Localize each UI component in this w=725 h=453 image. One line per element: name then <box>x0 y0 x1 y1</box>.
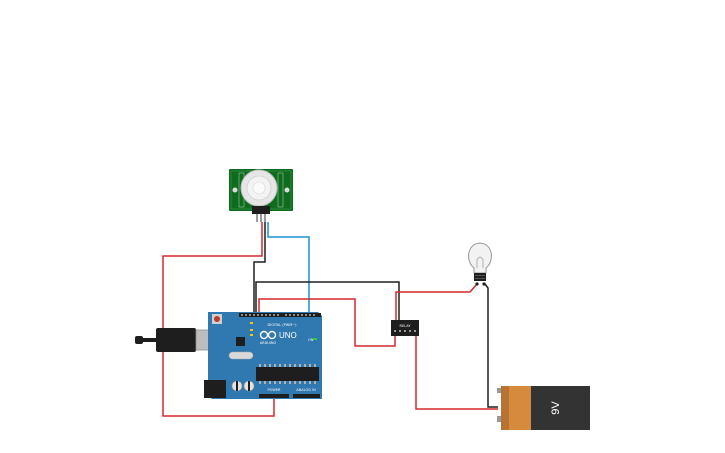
power-header <box>259 394 289 398</box>
led-on <box>313 338 317 340</box>
atmega-chip <box>256 367 319 381</box>
arduino-logo-icon <box>259 330 277 340</box>
digital-label: DIGITAL (PWM~) <box>267 323 297 327</box>
crystal <box>228 351 254 360</box>
analog-header <box>293 394 320 398</box>
wire-pir-out-to-d2[interactable] <box>267 222 310 314</box>
digital-pins <box>241 314 315 316</box>
bulb-base <box>474 273 486 281</box>
relay[interactable]: RELAY <box>391 320 419 336</box>
analog-label: ANALOG IN <box>296 388 316 392</box>
on-label: ON <box>308 338 314 342</box>
usb-plug <box>156 328 196 352</box>
battery-terminal-top <box>497 388 501 393</box>
chip-pins <box>259 364 316 384</box>
battery-9v[interactable]: 9V <box>497 386 590 430</box>
led-rx <box>250 334 253 336</box>
arduino-uno[interactable]: DIGITAL (PWM~) UNO ARDUINO ON <box>135 312 322 399</box>
arduino-brand: ARDUINO <box>260 341 277 345</box>
battery-label: 9V <box>550 401 562 415</box>
dc-jack <box>204 380 226 398</box>
arduino-uno-logo: UNO <box>279 331 297 340</box>
pir-sensor[interactable] <box>229 169 293 222</box>
battery-cap <box>501 386 509 430</box>
digital-header <box>239 313 321 317</box>
pir-mount-hole-right <box>284 187 290 193</box>
led-l <box>250 322 253 324</box>
bulb-glass <box>468 242 492 274</box>
usb-chip <box>236 337 245 346</box>
led-tx <box>250 329 253 331</box>
light-bulb[interactable] <box>468 242 492 286</box>
wire-pir-gnd-to-gnd[interactable] <box>253 222 266 314</box>
battery-body <box>531 386 590 430</box>
relay-body <box>391 320 419 336</box>
battery-terminal-bottom <box>497 416 501 422</box>
wire-relay-to-bulb[interactable] <box>395 283 478 320</box>
wire-gnd-to-relay[interactable] <box>255 281 400 322</box>
bulb-filament <box>476 256 484 268</box>
wire-pin-to-relay[interactable] <box>258 298 396 347</box>
wire-bulb-to-battery[interactable] <box>484 283 498 408</box>
wire-relay-to-battery[interactable] <box>415 334 498 410</box>
pir-mount-hole-left <box>232 187 238 193</box>
power-label: POWER <box>268 388 282 392</box>
battery-band <box>509 386 531 430</box>
usb-cable-end <box>135 336 143 344</box>
pir-header <box>252 206 270 214</box>
relay-pins <box>394 330 416 332</box>
relay-label: RELAY <box>400 324 412 328</box>
